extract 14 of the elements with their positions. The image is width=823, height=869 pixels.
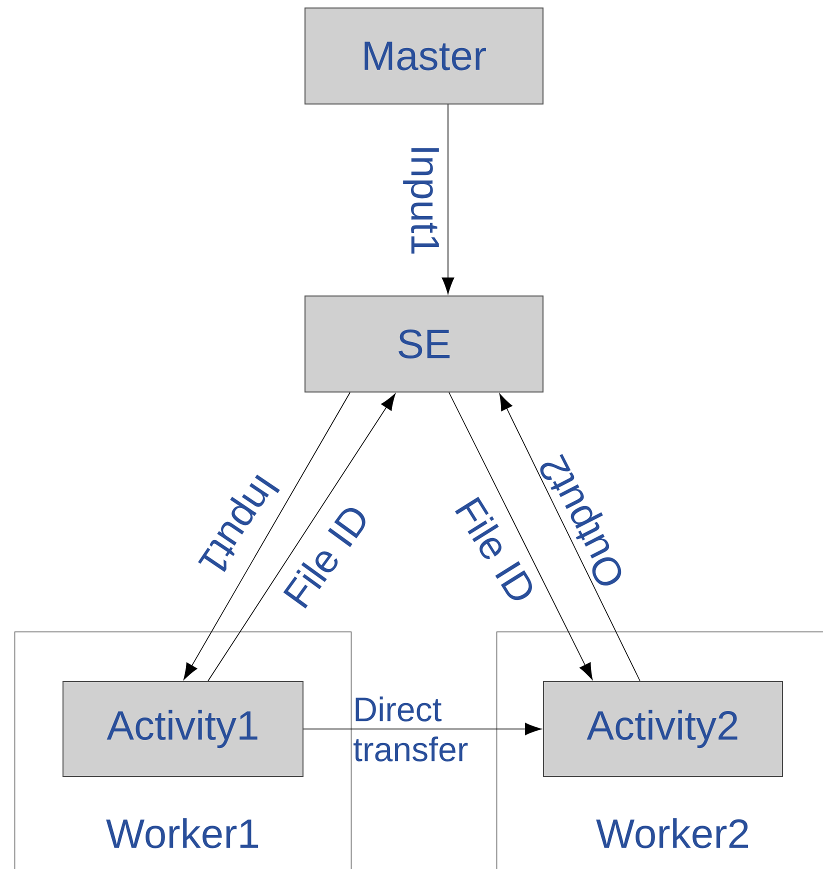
arrow — [303, 722, 542, 736]
arrow — [183, 392, 350, 680]
activity-box: Activity1 — [62, 681, 304, 777]
activity-box: Master — [304, 8, 544, 104]
arrow — [442, 104, 454, 294]
activity-box: SE — [304, 296, 544, 392]
arrow — [499, 394, 640, 682]
edge-label: Input1 — [402, 143, 440, 257]
arrow — [448, 392, 593, 680]
arrow — [208, 394, 396, 682]
edge-label: Direct transfer — [354, 696, 468, 762]
activity-box: Activity2 — [543, 681, 783, 777]
edge-label: File ID — [452, 492, 540, 608]
edge-label: File ID — [278, 499, 374, 613]
